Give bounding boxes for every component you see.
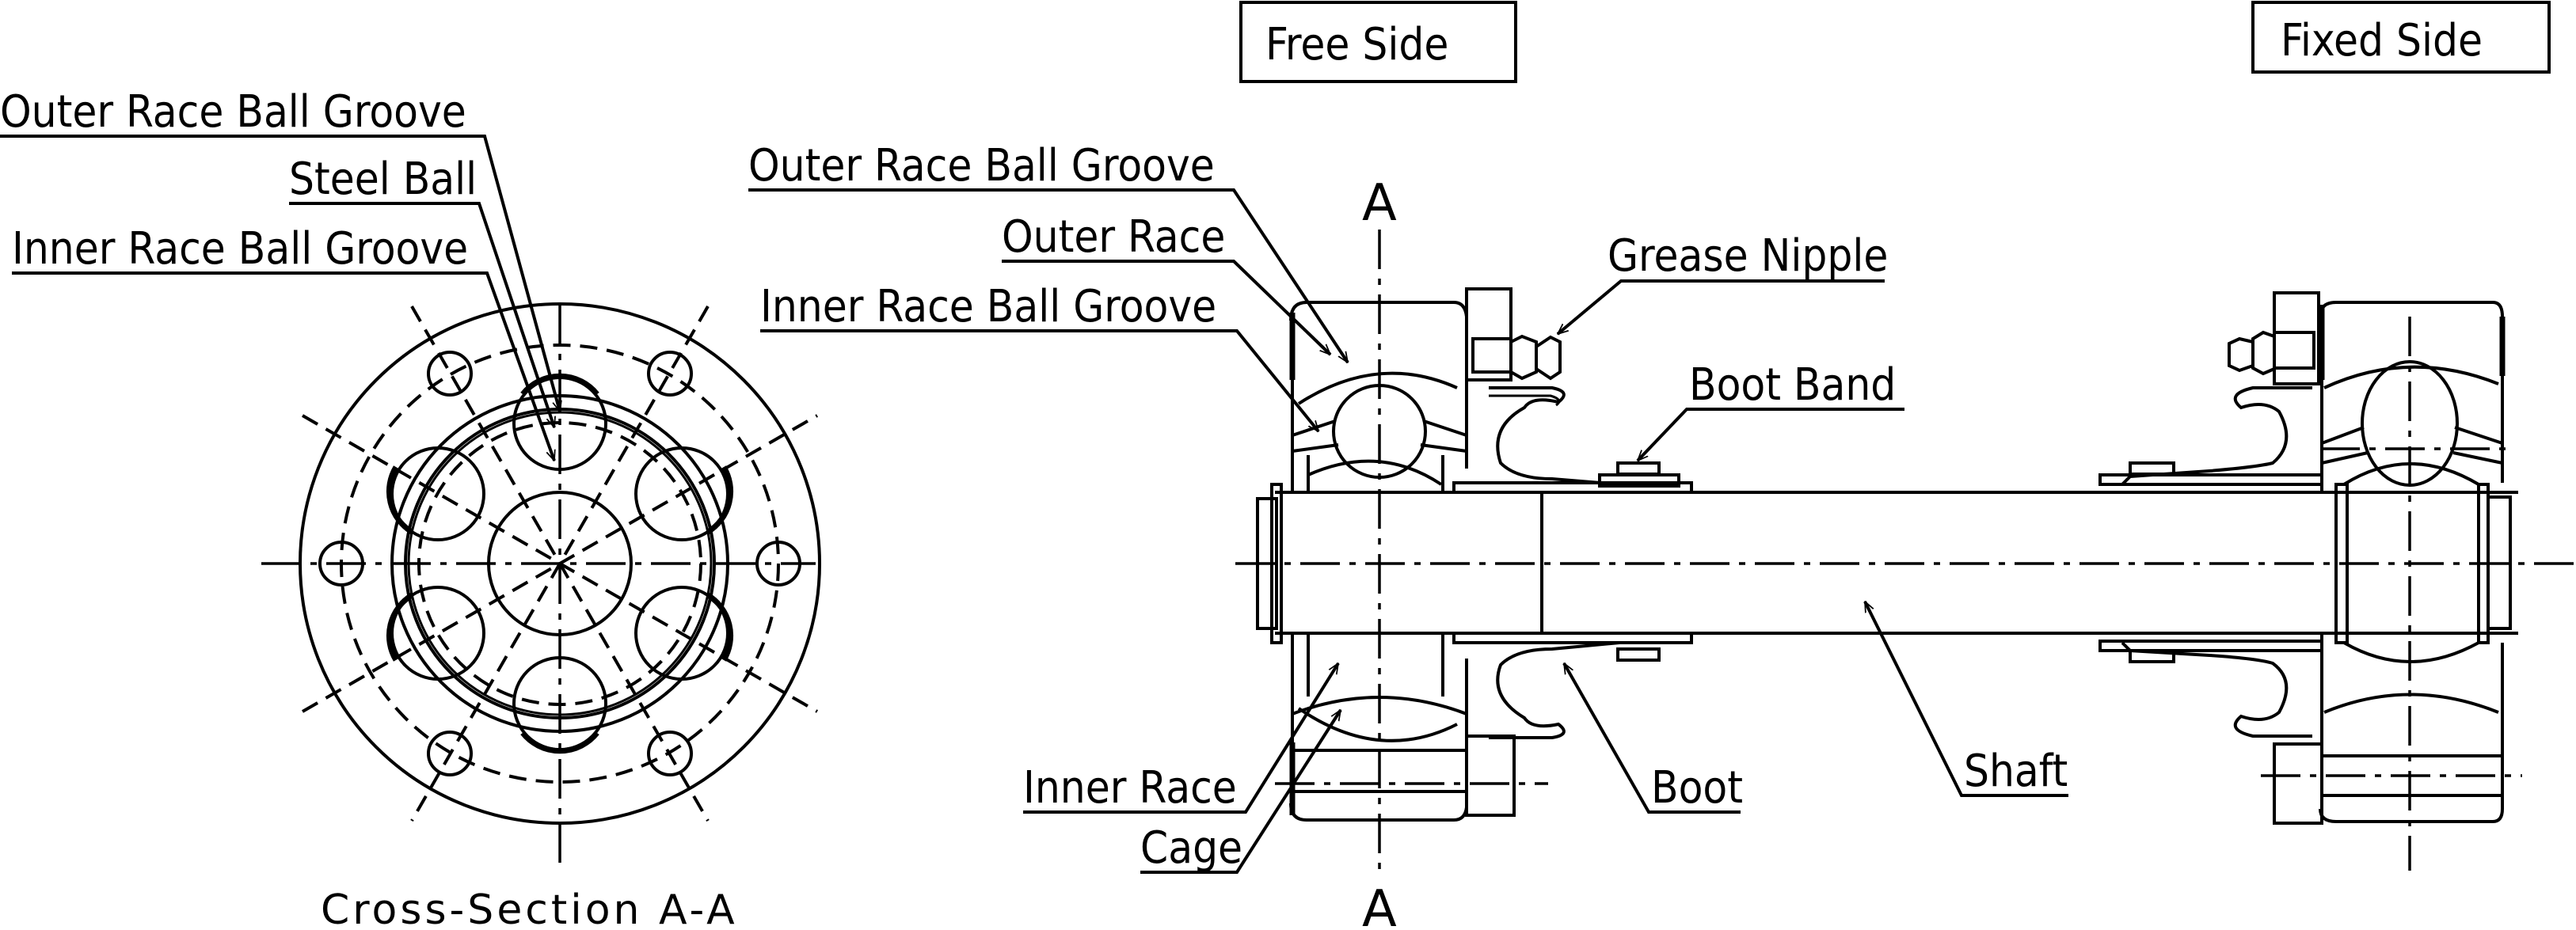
- free-side-box: Free Side: [1239, 1, 1517, 83]
- boot-band-upper: [1616, 461, 1661, 476]
- label-grease-nipple: Grease Nipple: [1608, 230, 1888, 282]
- label-boot-band: Boot Band: [1689, 359, 1896, 411]
- boot-band-lower: [1616, 647, 1661, 662]
- bolt-hole: [427, 351, 473, 397]
- fixed-side-box: Fixed Side: [2251, 1, 2551, 74]
- section-marker-bottom: A: [1362, 880, 1397, 930]
- fixed-side-joint: [2098, 291, 2522, 871]
- fixed-boot-band-lower: [2129, 649, 2175, 663]
- bolt-holes: [318, 351, 801, 776]
- free-side-joint: [1275, 287, 1693, 822]
- label-cs-steel-ball: Steel Ball: [289, 154, 477, 205]
- steel-ball: [634, 586, 729, 681]
- bolt-hole: [318, 541, 364, 586]
- bolt-hole: [755, 541, 801, 586]
- side-steel-ball: [1332, 384, 1427, 479]
- bolt-hole: [427, 731, 473, 776]
- label-cage: Cage: [1140, 822, 1242, 874]
- label-cs-outer-race-ball-groove: Outer Race Ball Groove: [0, 86, 466, 138]
- label-boot: Boot: [1651, 762, 1743, 814]
- label-inner-race: Inner Race: [1023, 762, 1237, 814]
- label-outer-race-ball-groove: Outer Race Ball Groove: [748, 140, 1215, 192]
- steel-ball: [390, 446, 485, 541]
- outer-flange-circle: [299, 302, 821, 825]
- cross-section-view: [261, 302, 821, 863]
- free-side-label: Free Side: [1265, 19, 1448, 70]
- steel-ball: [634, 446, 729, 541]
- fixed-side-label: Fixed Side: [2281, 15, 2483, 66]
- side-view-leaders: [748, 188, 2068, 874]
- bolt-pitch-circle: [340, 344, 780, 784]
- cross-section-leaders: [0, 135, 560, 461]
- label-shaft: Shaft: [1964, 746, 2068, 797]
- outer-race-bore: [390, 394, 729, 733]
- steel-ball: [390, 586, 485, 681]
- label-outer-race: Outer Race: [1002, 211, 1225, 263]
- bolt-hole: [647, 351, 693, 397]
- label-inner-race-ball-groove: Inner Race Ball Groove: [760, 281, 1216, 332]
- steel-balls: [386, 373, 734, 754]
- bolt-hole: [647, 731, 693, 776]
- section-marker-top: A: [1362, 174, 1397, 233]
- label-cs-inner-race-ball-groove: Inner Race Ball Groove: [12, 223, 468, 275]
- cross-section-caption: Cross-Section A-A: [321, 886, 738, 930]
- hub-bore: [487, 491, 633, 636]
- ball-pitch-circle: [417, 421, 702, 706]
